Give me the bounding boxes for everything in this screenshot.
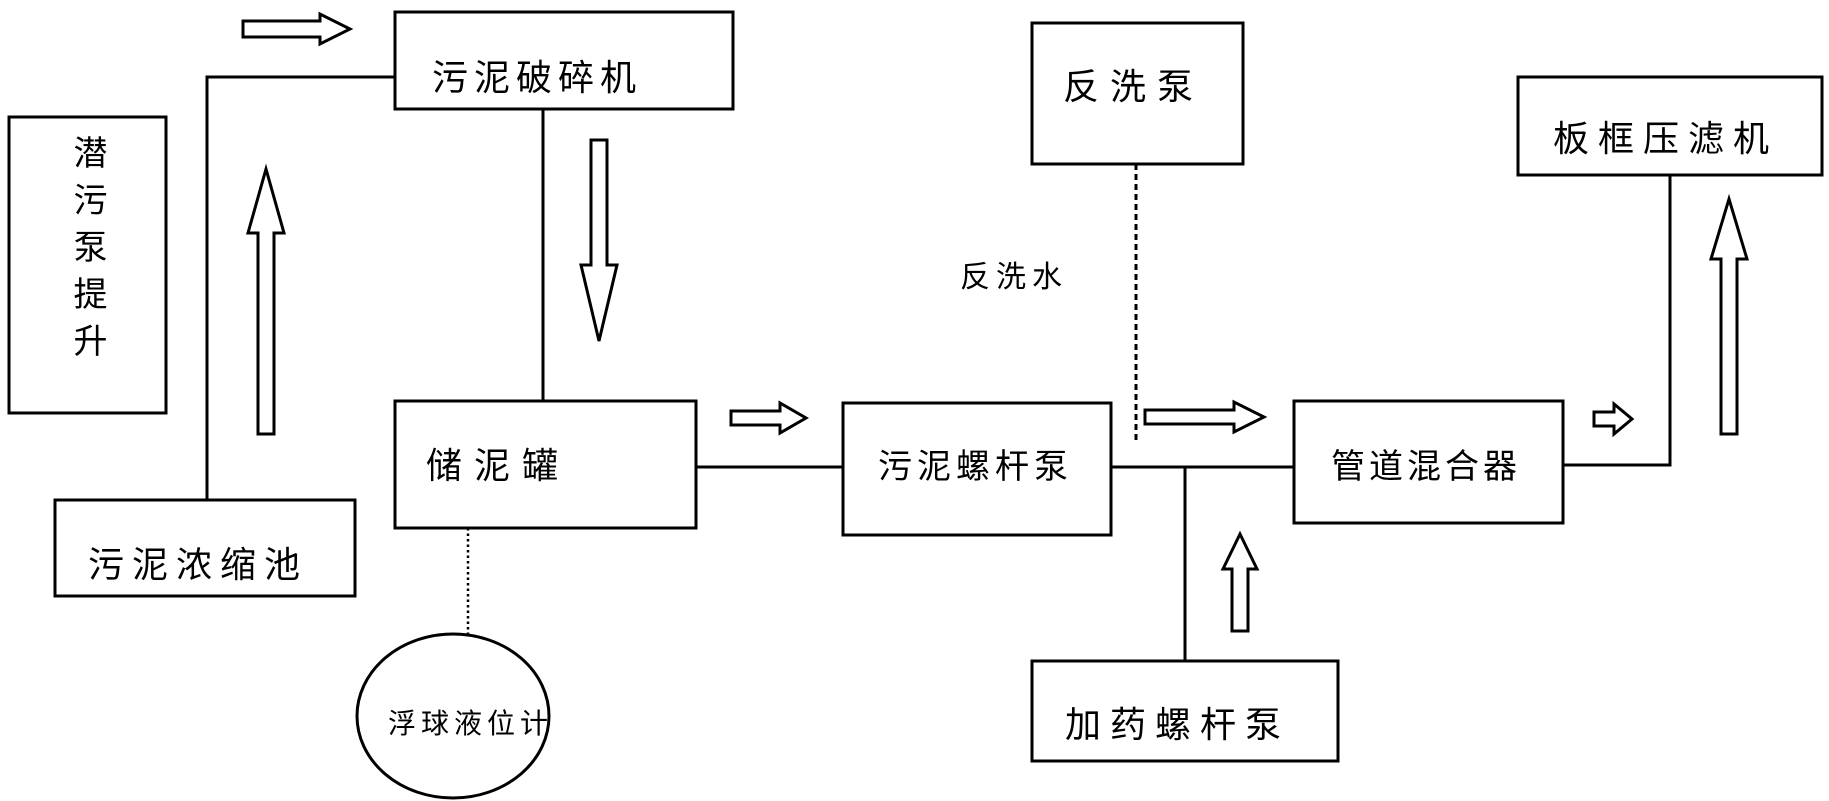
arrow-down-to-storage-tank [579,138,619,342]
arrow-right-to-mixer [1143,399,1268,435]
label-pipe-mixer: 管道混合器 [1331,447,1521,487]
arrow-up-to-filter-press [1708,193,1750,436]
label-storage-tank: 储泥罐 [426,446,571,487]
label-float-gauge: 浮球液位计 [388,707,554,740]
box-screw-pump [841,401,1113,537]
line-mixer-to-filter-press [1563,175,1672,467]
label-backwash-pump: 反洗泵 [1063,67,1205,108]
box-submersible-pump [7,115,168,415]
label-submersible-pump: 潜污泵提升 [67,135,107,370]
box-thickener [53,498,357,598]
box-dosing-pump [1030,659,1340,763]
label-filter-press: 板框压滤机 [1553,119,1779,160]
box-crusher [393,10,735,111]
arrow-right-from-mixer [1592,400,1635,438]
label-thickener: 污泥浓缩池 [88,545,309,586]
box-filter-press [1516,75,1824,177]
arrow-right-to-screw-pump [729,400,810,436]
label-screw-pump: 污泥螺杆泵 [878,447,1073,487]
line-thickener-to-crusher [205,75,395,500]
box-storage-tank [393,399,698,530]
arrow-up-from-thickener [246,163,286,436]
circle-float-gauge [355,632,551,800]
arrow-right-to-crusher [241,11,354,47]
box-pipe-mixer [1292,399,1565,525]
label-crusher: 污泥破碎机 [432,58,643,99]
label-backwash-water: 反洗水 [960,260,1068,295]
box-backwash-pump [1030,21,1245,166]
label-dosing-pump: 加药螺杆泵 [1065,705,1291,746]
arrow-up-from-dosing-pump [1220,530,1260,633]
